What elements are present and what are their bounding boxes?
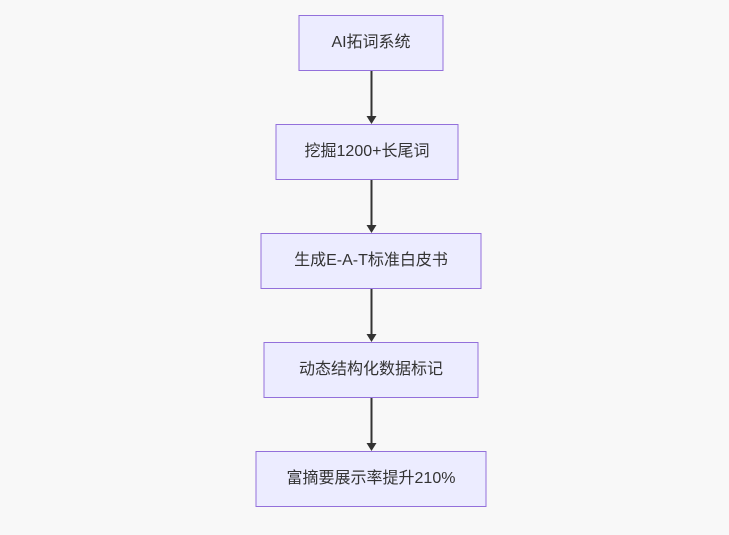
node-label: AI拓词系统 [331, 34, 411, 51]
edge-line [370, 398, 372, 443]
edge-arrow [365, 71, 377, 124]
edge-arrow [365, 398, 377, 451]
edge-line [370, 71, 372, 116]
edge-line [370, 289, 372, 334]
node-label: 生成E-A-T标准白皮书 [294, 252, 448, 269]
edge-arrow [365, 180, 377, 233]
node-rich-snippet-rate-result: 富摘要展示率提升210% [255, 451, 487, 507]
edge-arrow [365, 289, 377, 342]
arrow-down-icon [366, 225, 376, 233]
node-label: 动态结构化数据标记 [298, 361, 443, 378]
arrow-down-icon [366, 116, 376, 124]
node-longtail-keyword-mining: 挖掘1200+长尾词 [275, 124, 459, 180]
node-label: 挖掘1200+长尾词 [304, 143, 430, 160]
node-ai-word-expansion-system: AI拓词系统 [298, 15, 444, 71]
node-dynamic-structured-data-markup: 动态结构化数据标记 [263, 342, 479, 398]
node-eat-whitepaper-generation: 生成E-A-T标准白皮书 [260, 233, 482, 289]
arrow-down-icon [366, 443, 376, 451]
node-label: 富摘要展示率提升210% [286, 470, 456, 487]
edge-line [370, 180, 372, 225]
arrow-down-icon [366, 334, 376, 342]
flowchart: AI拓词系统 挖掘1200+长尾词 生成E-A-T标准白皮书 动态结构化数据标记 [255, 15, 487, 507]
